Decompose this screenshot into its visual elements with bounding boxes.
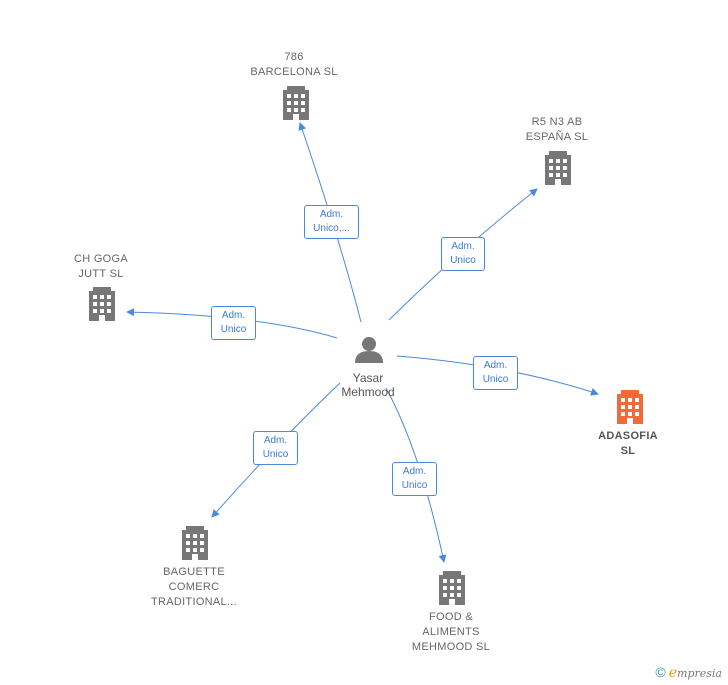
company-label-786[interactable]: 786 BARCELONA SL — [250, 51, 338, 78]
company-label-chgoga[interactable]: CH GOGA JUTT SL — [73, 253, 129, 280]
edge-label-r5n3[interactable]: Adm. Unico — [441, 237, 485, 271]
person-icon[interactable] — [355, 337, 383, 363]
edge-label-chgoga[interactable]: Adm. Unico — [211, 306, 256, 340]
edge-label-786[interactable]: Adm. Unico,... — [304, 205, 359, 239]
building-icon-chgoga[interactable] — [89, 287, 115, 321]
edge-label-adasofia[interactable]: Adm. Unico — [473, 356, 518, 390]
company-label-adasofia[interactable]: ADASOFIA SL — [598, 430, 658, 457]
building-icon-adasofia[interactable] — [617, 390, 643, 424]
building-icon-786[interactable] — [283, 86, 309, 120]
building-icon-r5n3[interactable] — [545, 151, 571, 185]
building-icon-food[interactable] — [439, 571, 465, 605]
footer-brand: © empresia — [655, 664, 722, 681]
company-label-baguette[interactable]: BAGUETTE COMERC TRADITIONAL... — [150, 566, 238, 608]
edge-label-baguette[interactable]: Adm. Unico — [253, 431, 298, 465]
building-icon-baguette[interactable] — [182, 526, 208, 560]
edge-label-food[interactable]: Adm. Unico — [392, 462, 437, 496]
company-label-food[interactable]: FOOD & ALIMENTS MEHMOOD SL — [411, 611, 491, 653]
brand-logo: empresia — [668, 665, 722, 681]
copyright-icon: © — [655, 664, 666, 680]
company-label-r5n3[interactable]: R5 N3 AB ESPAÑA SL — [525, 116, 589, 143]
person-label[interactable]: Yasar Mehmood — [341, 371, 395, 399]
